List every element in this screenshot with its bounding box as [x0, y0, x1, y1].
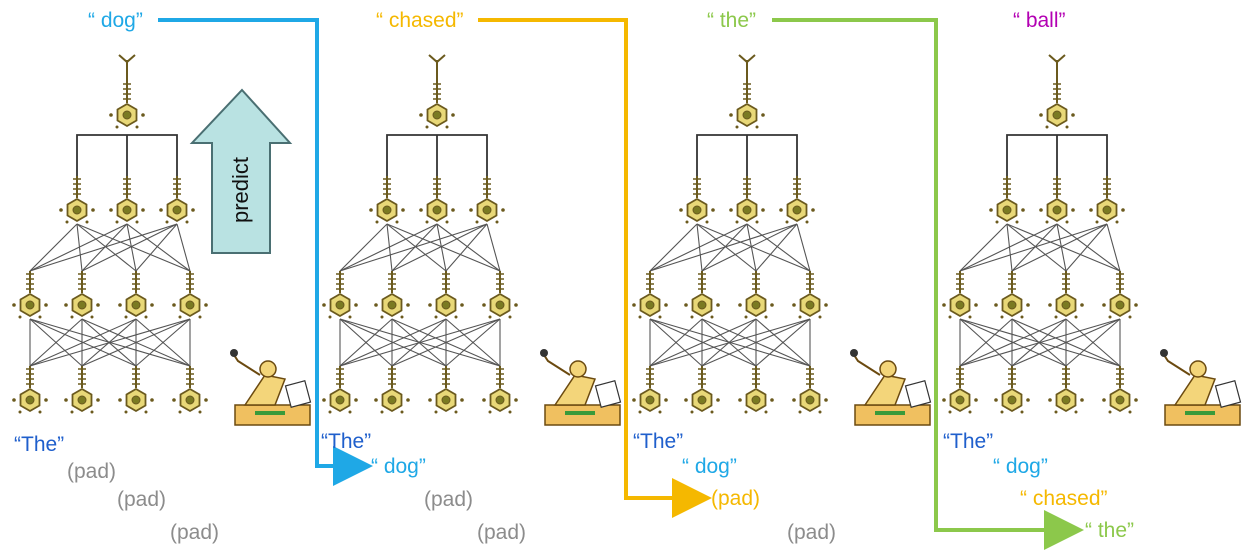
panel2-input-token-1: “The”: [321, 430, 372, 453]
panel2-input-token-2: “ dog”: [371, 455, 426, 478]
neuron-icon: [419, 176, 455, 224]
panel1-input-token-4: (pad): [170, 521, 220, 544]
feedback-arrow-the: [772, 18, 1084, 550]
panel2-output-token: “ chased”: [376, 9, 464, 32]
neuron-icon: [994, 366, 1030, 414]
panel3-input-token-2: “ dog”: [682, 455, 737, 478]
neuron-icon: [684, 366, 720, 414]
panel1-input-token-1: “The”: [14, 433, 65, 456]
neuron-icon: [738, 271, 774, 319]
neuron-icon: [1102, 366, 1138, 414]
neuron-icon: [942, 366, 978, 414]
neuron-icon: [109, 81, 145, 129]
neuron-icon: [1089, 176, 1125, 224]
panel3-input-token-3: (pad): [711, 487, 761, 510]
panel2-input-token-3: (pad): [424, 488, 474, 511]
panel1-output-token: “ dog”: [88, 9, 143, 32]
neuron-icon: [482, 366, 518, 414]
neuron-icon: [1039, 81, 1075, 129]
panel3-output-token: “ the”: [707, 9, 757, 32]
neuron-icon: [738, 366, 774, 414]
neuron-icon: [684, 271, 720, 319]
network-panel-3: [632, 54, 828, 414]
panel1-input-token-3: (pad): [117, 488, 167, 511]
neuron-icon: [12, 271, 48, 319]
neuron-icon: [369, 176, 405, 224]
robot-reader-icon: [850, 349, 932, 426]
neuron-icon: [159, 176, 195, 224]
neuron-icon: [322, 366, 358, 414]
neuron-icon: [322, 271, 358, 319]
panel4-input-token-4: “ the”: [1085, 519, 1135, 542]
neuron-icon: [12, 366, 48, 414]
neuron-icon: [632, 271, 668, 319]
panel4-input-token-3: “ chased”: [1020, 487, 1108, 510]
panel3-input-token-4: (pad): [787, 521, 837, 544]
neuron-icon: [172, 271, 208, 319]
neuron-icon: [469, 176, 505, 224]
network-panel-4: [942, 54, 1138, 414]
predict-arrow-shape: [189, 88, 293, 254]
neuron-icon: [1048, 271, 1084, 319]
predict-arrow: predict: [189, 88, 293, 254]
feedback-arrow-chased: [478, 18, 712, 518]
predict-label: predict: [228, 157, 253, 223]
panel4-input-token-2: “ dog”: [993, 455, 1048, 478]
panel1-input-token-2: (pad): [67, 460, 117, 483]
neuron-icon: [792, 271, 828, 319]
neuron-icon: [172, 366, 208, 414]
panel4-output-token: “ ball”: [1013, 9, 1066, 32]
neuron-icon: [64, 271, 100, 319]
robot-reader-icon: [230, 349, 312, 426]
neuron-icon: [118, 271, 154, 319]
panel3-input-token-1: “The”: [633, 430, 684, 453]
neuron-icon: [994, 271, 1030, 319]
neuron-icon: [1048, 366, 1084, 414]
neuron-icon: [679, 176, 715, 224]
neuron-icon: [1039, 176, 1075, 224]
neuron-icon: [374, 271, 410, 319]
neuron-icon: [59, 176, 95, 224]
neuron-icon: [109, 176, 145, 224]
neuron-icon: [942, 271, 978, 319]
neuron-icon: [792, 366, 828, 414]
neuron-icon: [632, 366, 668, 414]
network-panel-2: [322, 54, 518, 414]
panel4-input-token-1: “The”: [943, 430, 994, 453]
neuron-icon: [118, 366, 154, 414]
network-panel-1: [12, 54, 208, 414]
neuron-icon: [989, 176, 1025, 224]
robot-reader-icon: [1160, 349, 1242, 426]
robot-reader-icon: [540, 349, 622, 426]
neuron-icon: [374, 366, 410, 414]
panel2-input-token-4: (pad): [477, 521, 527, 544]
neuron-icon: [729, 176, 765, 224]
neuron-icon: [419, 81, 455, 129]
feedback-arrow-dog: [158, 18, 373, 486]
neuron-icon: [1102, 271, 1138, 319]
neuron-icon: [428, 271, 464, 319]
neuron-icon: [779, 176, 815, 224]
neuron-icon: [482, 271, 518, 319]
neuron-icon: [729, 81, 765, 129]
neuron-icon: [428, 366, 464, 414]
neuron-icon: [64, 366, 100, 414]
